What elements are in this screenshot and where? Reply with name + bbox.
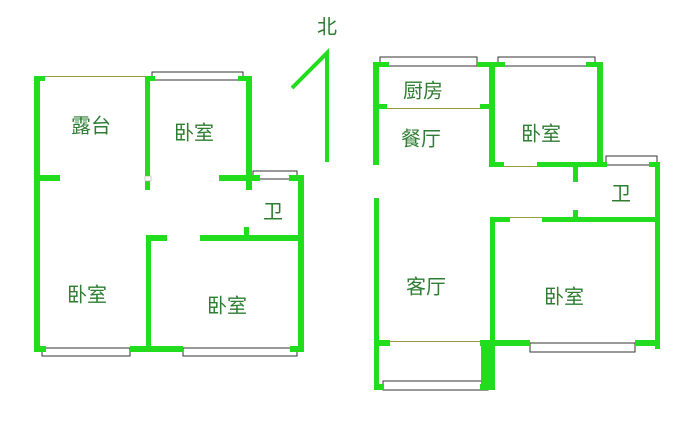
left-unit-walls: [34, 71, 304, 357]
room-label-kitchen: 厨房: [403, 79, 443, 103]
room-label-bathroom: 卫: [263, 200, 283, 224]
room-label-bedroom: 卧室: [67, 283, 107, 307]
room-label-bedroom: 卧室: [207, 294, 247, 318]
north-arrow-icon: [290, 48, 329, 162]
room-label-living-room: 客厅: [406, 275, 446, 299]
north-label: 北: [317, 15, 337, 39]
room-label-bedroom: 卧室: [174, 121, 214, 145]
room-label-bathroom: 卫: [611, 182, 631, 206]
right-unit-walls: [373, 56, 660, 391]
room-label-bedroom: 卧室: [544, 285, 584, 309]
room-label-bedroom: 卧室: [521, 122, 561, 146]
room-label-dining-room: 餐厅: [401, 127, 441, 151]
room-label-terrace: 露台: [71, 114, 111, 138]
